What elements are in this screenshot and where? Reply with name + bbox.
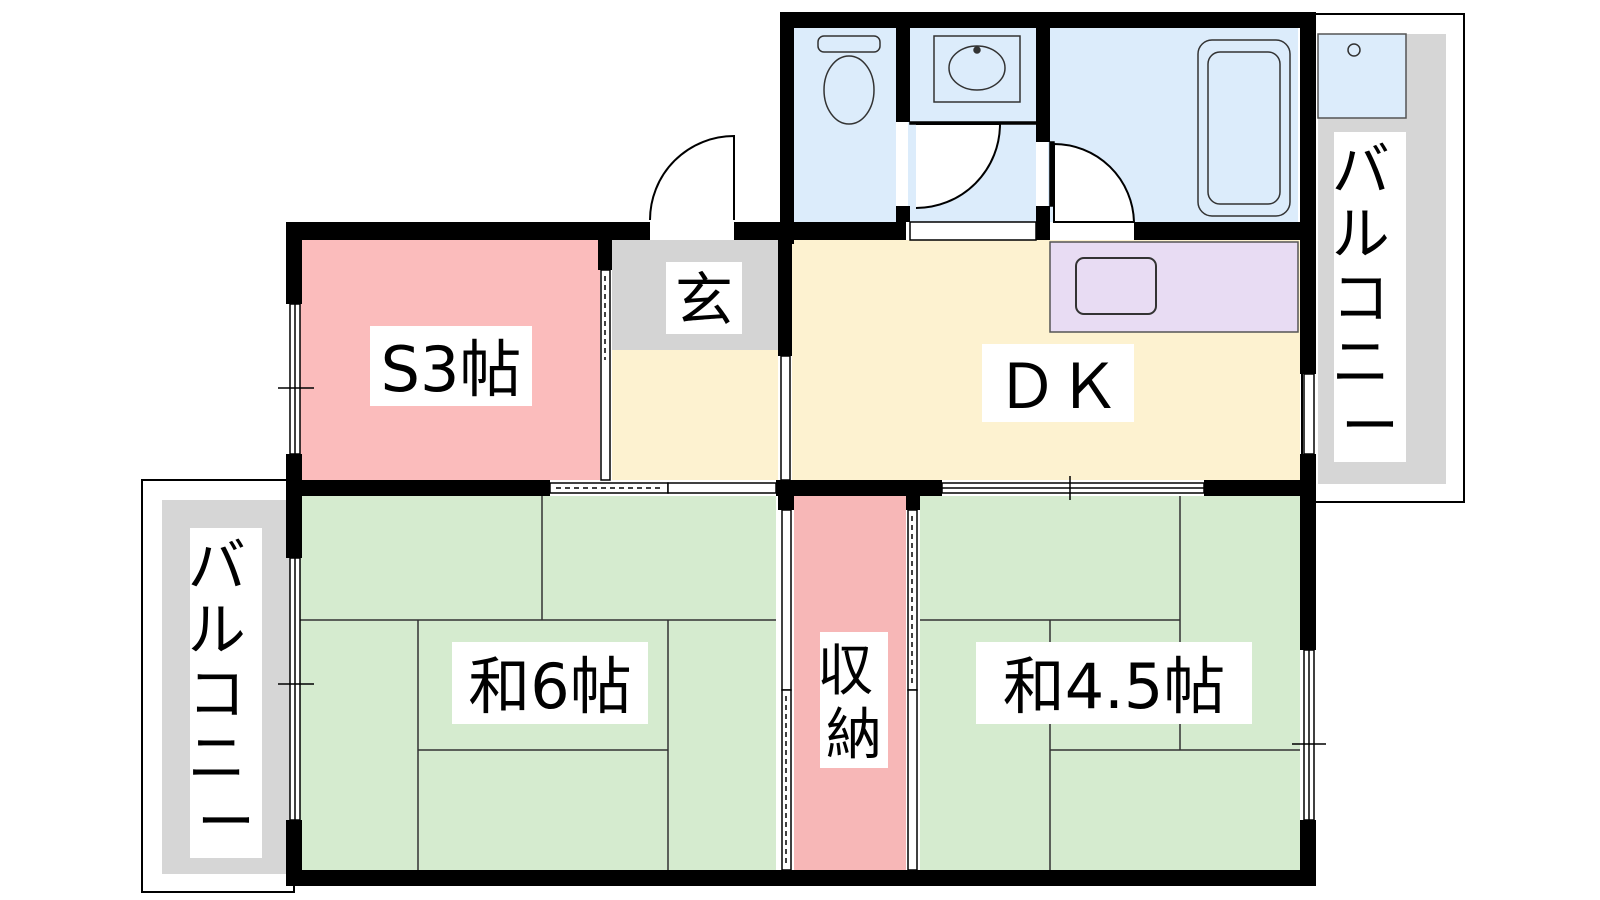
japanese-room-6-label: 和6帖 bbox=[468, 650, 631, 723]
washing-machine-icon bbox=[1317, 33, 1407, 119]
room-label-s: S3帖 bbox=[370, 326, 532, 406]
storage-label: 収 納 bbox=[817, 639, 891, 768]
balcony-left-label: バ ル コ ニ ー bbox=[188, 528, 264, 858]
room-label-entrance: 玄 bbox=[666, 262, 742, 334]
japanese-room-45-label: 和4.5帖 bbox=[1003, 650, 1226, 723]
balcony-left-text: バ ル コ ニ ー bbox=[188, 532, 264, 856]
entrance-label: 玄 bbox=[675, 266, 733, 334]
room-label-storage: 収 納 bbox=[817, 632, 891, 768]
storage-label-char1: 収 bbox=[817, 639, 873, 704]
balcony-right-label: バ ル コ ニ ー bbox=[1332, 132, 1408, 462]
room-label-wa45: 和4.5帖 bbox=[976, 642, 1252, 724]
bathtub-icon bbox=[1197, 39, 1291, 217]
storage-label-char2: 納 bbox=[826, 703, 882, 768]
kitchen-sink-icon bbox=[1075, 257, 1157, 315]
balcony-right-text: バ ル コ ニ ー bbox=[1332, 136, 1408, 460]
washbasin-icon bbox=[933, 35, 1021, 103]
bathroom-door bbox=[1053, 142, 1136, 223]
toilet-icon bbox=[817, 35, 881, 125]
room-label-dk: ＤＫ bbox=[982, 344, 1134, 423]
room-label-wa6: 和6帖 bbox=[452, 642, 648, 724]
hall-floor bbox=[612, 350, 778, 480]
windows bbox=[278, 121, 1326, 871]
dk-label: ＤＫ bbox=[996, 350, 1120, 423]
kitchen-counter bbox=[1049, 241, 1299, 333]
washroom-door bbox=[915, 123, 1002, 209]
walls bbox=[286, 12, 1316, 886]
entrance-door bbox=[649, 134, 735, 221]
tatami-lines-6 bbox=[300, 496, 776, 870]
s-room-label: S3帖 bbox=[381, 333, 522, 406]
